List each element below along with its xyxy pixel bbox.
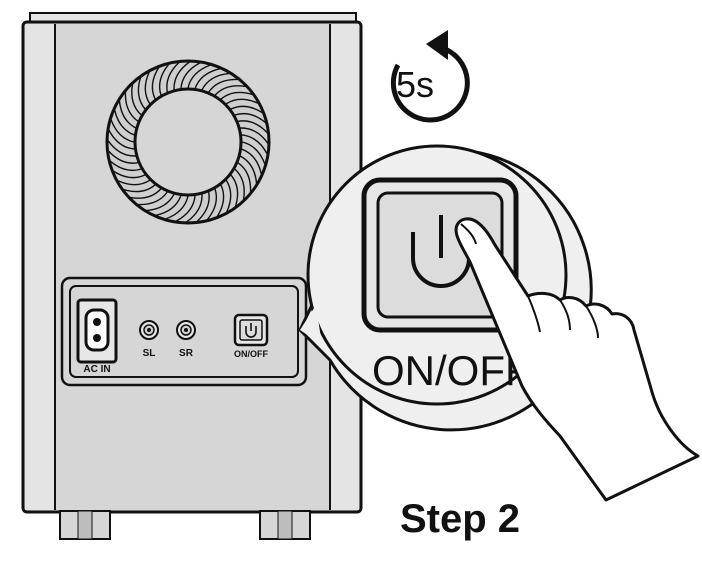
power-label-small: ON/OFF: [234, 349, 268, 359]
step-label: Step 2: [400, 497, 520, 541]
vent-rib: [113, 170, 146, 179]
timer-label: 5s: [396, 64, 434, 105]
vent-rib: [109, 160, 142, 172]
vent-rib: [237, 162, 252, 192]
device-feet: [59, 510, 311, 540]
vent-rib: [201, 72, 230, 91]
speaker-vent-icon: [105, 59, 271, 225]
sl-jack-icon: [139, 320, 159, 340]
vent-rib: [194, 67, 221, 89]
sr-jack-icon: [176, 320, 196, 340]
vent-rib: [146, 193, 175, 212]
vent-rib: [239, 155, 258, 184]
vent-rib: [206, 188, 218, 221]
vent-rib: [117, 179, 151, 186]
vent-rib: [158, 63, 170, 96]
vent-rib: [165, 195, 189, 220]
vent-rib: [237, 120, 268, 134]
vent-rib: [173, 62, 190, 90]
ac-power-socket-icon: [76, 298, 118, 364]
counterclockwise-timer-icon: [390, 30, 470, 123]
vent-rib: [234, 112, 267, 124]
vent-rib: [241, 134, 268, 155]
vent-rib: [108, 150, 139, 164]
vent-rib: [241, 141, 266, 165]
vent-rib: [230, 105, 263, 114]
vent-rib: [138, 191, 168, 206]
vent-rib: [208, 78, 238, 93]
vent-rib: [241, 148, 263, 175]
vent-rib: [230, 174, 239, 207]
ac-in-label: AC IN: [83, 364, 110, 375]
power-button-small[interactable]: [233, 313, 269, 347]
vent-rib: [108, 140, 136, 157]
vent-rib: [225, 179, 232, 213]
vent-rib: [123, 184, 156, 193]
vent-rib: [234, 168, 245, 200]
vent-rib: [225, 98, 259, 105]
vent-rib: [155, 195, 182, 217]
vent-rib: [180, 62, 201, 89]
vent-rib: [113, 109, 135, 136]
power-label-zoom: ON/OFF: [372, 347, 531, 394]
power-icon: [411, 215, 471, 288]
vent-rib: [186, 194, 203, 222]
vent-rib: [216, 184, 225, 217]
vent-rib: [175, 195, 196, 222]
vent-rib: [130, 188, 162, 199]
vent-rib: [196, 191, 210, 222]
vent-rib: [124, 92, 139, 122]
vent-rib: [137, 77, 146, 110]
vent-rib: [220, 91, 253, 100]
vent-rib: [108, 129, 135, 150]
vent-rib: [151, 67, 160, 100]
vent-rib: [118, 100, 137, 129]
vent-rib: [187, 64, 211, 89]
sr-label: SR: [179, 348, 194, 359]
vent-rib: [240, 127, 268, 144]
vent-rib: [110, 119, 135, 143]
sl-label: SL: [143, 348, 156, 359]
vent-rib: [166, 62, 180, 93]
pointing-hand-icon: [454, 217, 700, 502]
vent-rib: [131, 84, 142, 116]
vent-rib: [214, 85, 246, 96]
vent-rib: [144, 71, 151, 105]
